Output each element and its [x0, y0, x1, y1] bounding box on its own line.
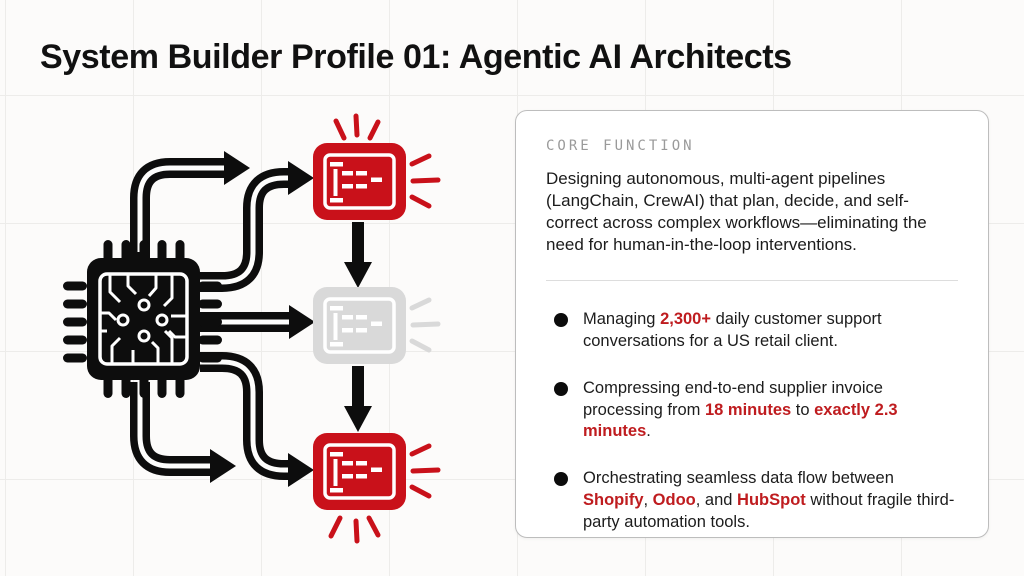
- bullet-text: Compressing end-to-end supplier invoice …: [583, 378, 898, 441]
- core-function-card: CORE FUNCTION Designing autonomous, mult…: [515, 110, 989, 538]
- bullet-item: Orchestrating seamless data flow between…: [554, 468, 958, 534]
- burst-lines-bottom-node: [328, 443, 441, 544]
- bullet-item: Compressing end-to-end supplier invoice …: [554, 378, 958, 444]
- bullet-list: Managing 2,300+ daily customer support c…: [546, 309, 958, 535]
- page-title: System Builder Profile 01: Agentic AI Ar…: [40, 38, 792, 76]
- card-divider: [546, 279, 958, 281]
- cpu-chip-icon: [63, 240, 222, 398]
- pipeline-diagram-svg: [63, 113, 441, 544]
- burst-lines-top-node: [333, 113, 441, 209]
- bullet-text: Orchestrating seamless data flow between…: [583, 469, 955, 532]
- bullet-item: Managing 2,300+ daily customer support c…: [554, 309, 958, 353]
- bullet-text: Managing 2,300+ daily customer support c…: [583, 309, 882, 350]
- bullet-dot-icon: [554, 381, 568, 396]
- burst-lines-middle-node: [409, 297, 441, 353]
- agent-pipeline-diagram: [0, 0, 512, 571]
- agent-node-bottom: [313, 433, 441, 544]
- card-kicker: CORE FUNCTION: [546, 138, 695, 154]
- core-function-description: Designing autonomous, multi-agent pipeli…: [546, 169, 927, 254]
- agent-node-middle: [313, 287, 441, 364]
- circuit-traces: [100, 274, 187, 364]
- agent-node-top: [313, 113, 441, 220]
- node-connector-arrows: [344, 222, 372, 432]
- bullet-dot-icon: [554, 312, 568, 327]
- bullet-dot-icon: [554, 472, 568, 487]
- arrowhead-icons: [210, 151, 315, 487]
